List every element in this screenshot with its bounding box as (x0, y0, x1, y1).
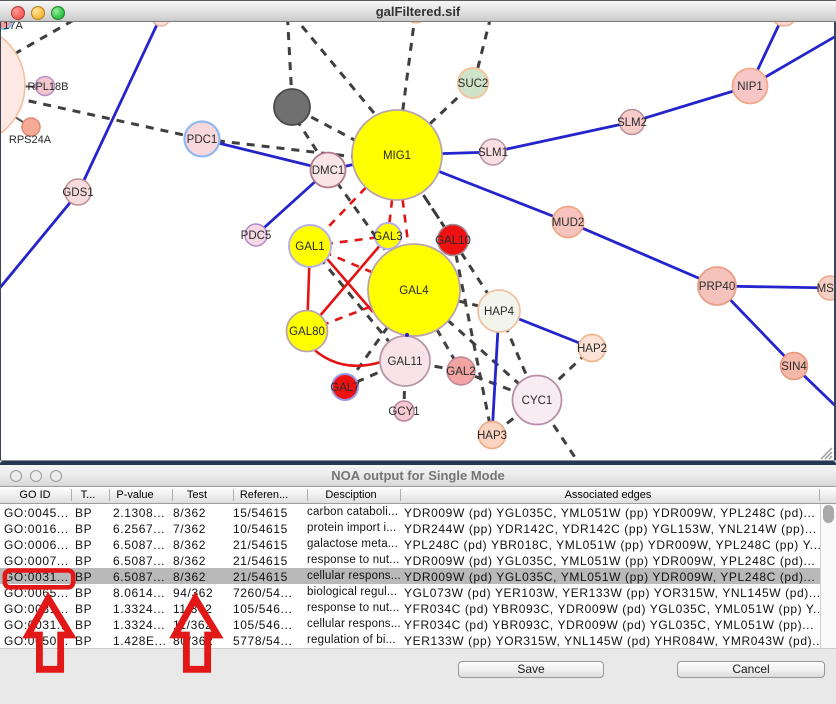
svg-text:GAL4: GAL4 (399, 285, 429, 297)
svg-text:GCY1: GCY1 (388, 406, 419, 418)
svg-text:GDS1: GDS1 (62, 187, 93, 199)
svg-text:SUC2: SUC2 (458, 78, 489, 90)
svg-text:DMC1: DMC1 (312, 165, 345, 177)
svg-text:RPS24A: RPS24A (9, 134, 52, 146)
svg-text:HAP4: HAP4 (484, 306, 515, 318)
svg-text:PRP40: PRP40 (699, 281, 735, 293)
svg-text:17A: 17A (3, 22, 23, 32)
svg-text:NIP1: NIP1 (737, 81, 763, 93)
svg-text:GAL7: GAL7 (330, 382, 359, 394)
svg-text:SLM1: SLM1 (478, 147, 508, 159)
svg-text:PDC5: PDC5 (241, 230, 272, 242)
svg-text:GAL10: GAL10 (435, 235, 471, 247)
svg-text:SIN4: SIN4 (781, 361, 807, 373)
svg-text:HAP2: HAP2 (577, 343, 607, 355)
svg-text:MUD2: MUD2 (552, 217, 585, 229)
svg-text:GAL3: GAL3 (373, 231, 402, 243)
svg-text:MSI1: MSI1 (817, 283, 836, 295)
svg-text:RPL18B: RPL18B (28, 81, 69, 93)
svg-text:GAL2: GAL2 (446, 366, 475, 378)
svg-text:HAP3: HAP3 (477, 430, 507, 442)
svg-text:SLM2: SLM2 (617, 117, 647, 129)
svg-text:GAL80: GAL80 (289, 326, 325, 338)
svg-text:MIG1: MIG1 (383, 150, 411, 162)
svg-text:CYC1: CYC1 (522, 395, 553, 407)
svg-text:GAL1: GAL1 (295, 241, 324, 253)
svg-text:GAL11: GAL11 (388, 356, 423, 368)
svg-text:PDC1: PDC1 (187, 134, 218, 146)
